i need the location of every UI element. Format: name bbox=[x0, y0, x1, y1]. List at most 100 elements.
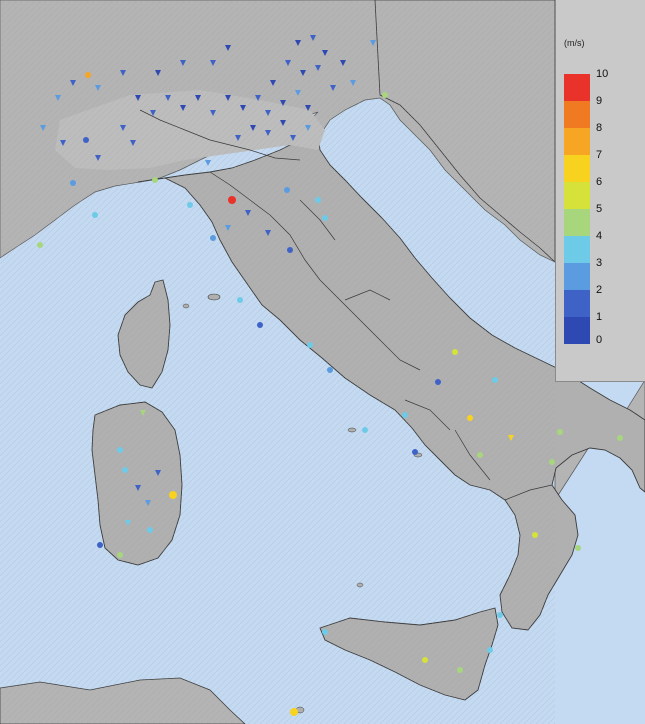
station-marker-circle bbox=[322, 215, 328, 221]
station-marker-circle bbox=[287, 247, 293, 253]
station-marker-triangle bbox=[315, 65, 321, 71]
station-marker-circle bbox=[467, 415, 473, 421]
station-marker-circle bbox=[147, 527, 153, 533]
legend-swatch bbox=[564, 236, 590, 263]
legend-swatch bbox=[564, 128, 590, 155]
legend-swatch bbox=[564, 209, 590, 236]
station-marker-circle bbox=[152, 177, 158, 183]
legend-label: 10 bbox=[596, 68, 609, 80]
station-marker-circle bbox=[307, 342, 313, 348]
station-marker-triangle bbox=[95, 155, 101, 161]
station-marker-circle bbox=[435, 379, 441, 385]
station-marker-circle bbox=[617, 435, 623, 441]
station-marker-triangle bbox=[285, 60, 291, 66]
station-marker-circle bbox=[257, 322, 263, 328]
station-marker-triangle bbox=[245, 210, 251, 216]
legend-swatch bbox=[564, 263, 590, 290]
station-marker-circle bbox=[70, 180, 76, 186]
station-marker-triangle bbox=[155, 70, 161, 76]
station-marker-triangle bbox=[140, 410, 146, 416]
station-marker-triangle bbox=[265, 110, 271, 116]
station-marker-circle bbox=[497, 612, 503, 618]
station-marker-triangle bbox=[305, 125, 311, 131]
legend-row: 3 bbox=[564, 257, 636, 290]
station-marker-triangle bbox=[508, 435, 514, 441]
station-marker-circle bbox=[85, 72, 91, 78]
legend-label: 8 bbox=[596, 122, 603, 134]
station-marker-triangle bbox=[145, 500, 151, 506]
station-marker-triangle bbox=[180, 60, 186, 66]
station-markers bbox=[37, 35, 623, 716]
station-marker-triangle bbox=[135, 485, 141, 491]
station-marker-triangle bbox=[330, 85, 336, 91]
legend-swatch bbox=[564, 290, 590, 317]
station-marker-triangle bbox=[205, 160, 211, 166]
station-marker-triangle bbox=[165, 95, 171, 101]
station-marker-circle bbox=[117, 552, 123, 558]
station-marker-triangle bbox=[225, 95, 231, 101]
station-marker-circle bbox=[284, 187, 290, 193]
station-marker-triangle bbox=[155, 470, 161, 476]
station-marker-triangle bbox=[295, 40, 301, 46]
legend-row: 7 bbox=[564, 149, 636, 182]
legend-swatch bbox=[564, 155, 590, 182]
legend-label: 7 bbox=[596, 149, 603, 161]
station-marker-triangle bbox=[340, 60, 346, 66]
station-marker-triangle bbox=[135, 95, 141, 101]
station-marker-triangle bbox=[40, 125, 46, 131]
station-marker-triangle bbox=[280, 100, 286, 106]
legend-row: 2 bbox=[564, 284, 636, 317]
station-marker-triangle bbox=[130, 140, 136, 146]
legend-swatch bbox=[564, 101, 590, 128]
legend-row: 6 bbox=[564, 176, 636, 209]
station-marker-triangle bbox=[70, 80, 76, 86]
station-marker-triangle bbox=[120, 125, 126, 131]
station-marker-triangle bbox=[95, 85, 101, 91]
legend-label: 0 bbox=[596, 334, 603, 346]
station-marker-triangle bbox=[240, 105, 246, 111]
station-marker-circle bbox=[422, 657, 428, 663]
station-marker-triangle bbox=[225, 45, 231, 51]
relief-texture bbox=[0, 0, 555, 724]
station-marker-circle bbox=[457, 667, 463, 673]
station-marker-circle bbox=[228, 196, 236, 204]
station-marker-circle bbox=[327, 367, 333, 373]
station-marker-circle bbox=[362, 427, 368, 433]
station-marker-circle bbox=[557, 429, 563, 435]
station-marker-circle bbox=[92, 212, 98, 218]
station-marker-triangle bbox=[235, 135, 241, 141]
station-marker-circle bbox=[382, 92, 388, 98]
station-marker-triangle bbox=[322, 50, 328, 56]
station-marker-triangle bbox=[305, 105, 311, 111]
station-marker-circle bbox=[290, 708, 298, 716]
station-marker-triangle bbox=[120, 70, 126, 76]
legend-label: 6 bbox=[596, 176, 603, 188]
legend-label: 2 bbox=[596, 284, 603, 296]
station-marker-triangle bbox=[295, 90, 301, 96]
legend-row: 8 bbox=[564, 122, 636, 155]
station-marker-circle bbox=[97, 542, 103, 548]
station-marker-triangle bbox=[125, 520, 131, 526]
station-marker-circle bbox=[122, 467, 128, 473]
station-marker-triangle bbox=[290, 135, 296, 141]
station-marker-circle bbox=[487, 647, 493, 653]
station-marker-circle bbox=[452, 349, 458, 355]
station-marker-circle bbox=[169, 491, 177, 499]
legend-label: 1 bbox=[596, 311, 603, 323]
station-marker-triangle bbox=[265, 130, 271, 136]
legend-unit: (m/s) bbox=[564, 38, 585, 48]
station-marker-triangle bbox=[270, 80, 276, 86]
legend-swatch bbox=[564, 182, 590, 209]
station-marker-circle bbox=[477, 452, 483, 458]
station-marker-triangle bbox=[255, 95, 261, 101]
station-marker-triangle bbox=[180, 105, 186, 111]
station-marker-circle bbox=[117, 447, 123, 453]
station-marker-circle bbox=[412, 449, 418, 455]
legend-swatch bbox=[564, 74, 590, 101]
station-marker-triangle bbox=[195, 95, 201, 101]
station-marker-circle bbox=[237, 297, 243, 303]
station-marker-triangle bbox=[55, 95, 61, 101]
